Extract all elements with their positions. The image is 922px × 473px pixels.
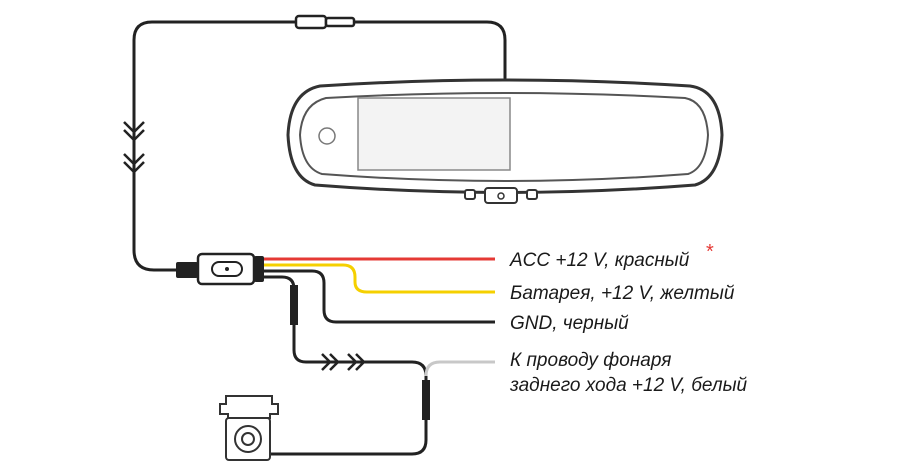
main-cable xyxy=(132,20,507,272)
required-marker: * xyxy=(706,241,714,263)
camera-cable xyxy=(262,275,428,456)
camera-cable-joint xyxy=(422,380,430,420)
acc-label: ACC +12 V, красный xyxy=(509,250,690,271)
reverse-light-label-line1: К проводу фонаря xyxy=(510,350,671,371)
rear-camera-icon xyxy=(219,395,279,461)
chevron-right-icon xyxy=(347,353,366,371)
reverse-light-wire xyxy=(424,360,495,377)
chevron-down-icon xyxy=(123,121,145,142)
battery-wire xyxy=(262,263,495,294)
rear-view-mirror-icon xyxy=(286,78,724,204)
reverse-light-label-line2: заднего хода +12 V, белый xyxy=(509,375,748,396)
gnd-wire xyxy=(262,269,495,324)
camera-cable-joint xyxy=(290,285,298,325)
inline-connector-top xyxy=(294,14,356,30)
wire-connector-icon xyxy=(176,252,264,286)
chevron-right-icon xyxy=(321,353,340,371)
battery-label: Батарея, +12 V, желтый xyxy=(510,283,735,304)
chevron-down-icon xyxy=(123,153,145,174)
gnd-label: GND, черный xyxy=(510,313,629,334)
